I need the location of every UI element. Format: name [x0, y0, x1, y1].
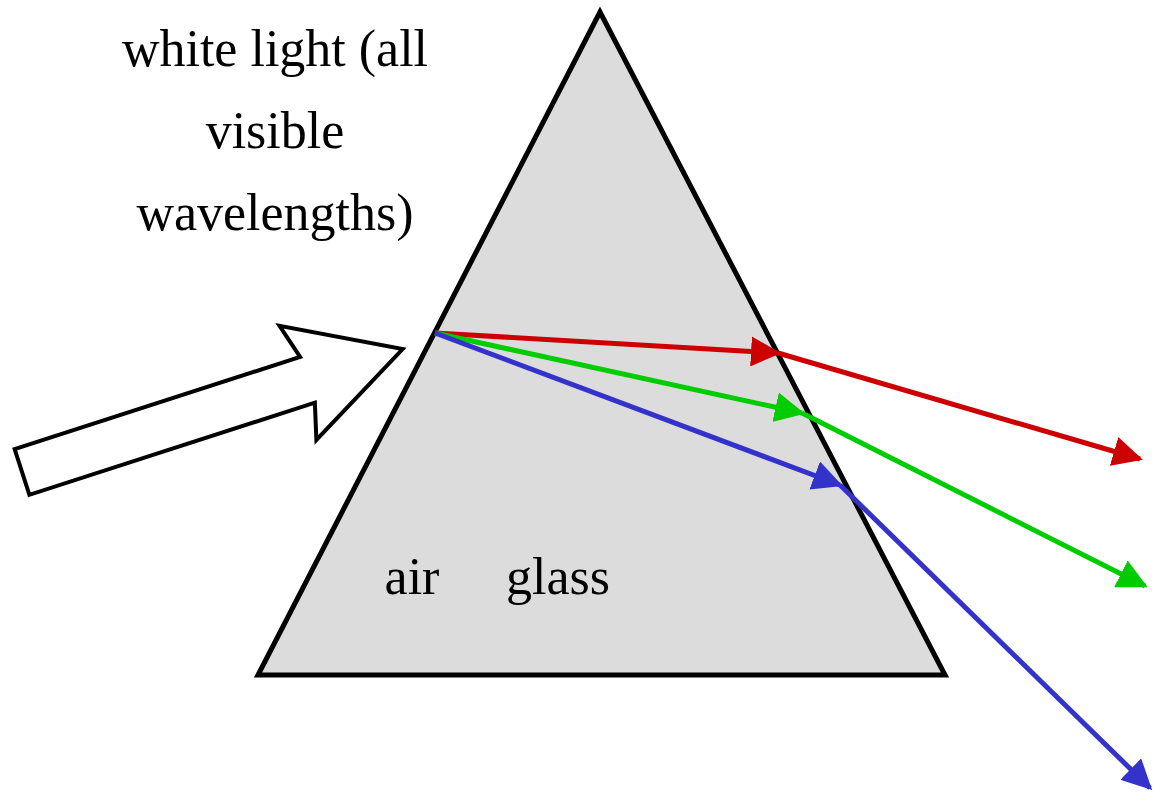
blue-ray: [435, 333, 840, 485]
red-ray: [778, 353, 1140, 459]
incident-arrow: [4, 292, 422, 529]
light-rays: [435, 333, 1150, 788]
medium-label: glass: [506, 546, 610, 608]
medium-label: air: [385, 546, 440, 608]
light-label: white light (all visible wavelengths): [95, 8, 455, 254]
blue-ray: [840, 485, 1150, 788]
